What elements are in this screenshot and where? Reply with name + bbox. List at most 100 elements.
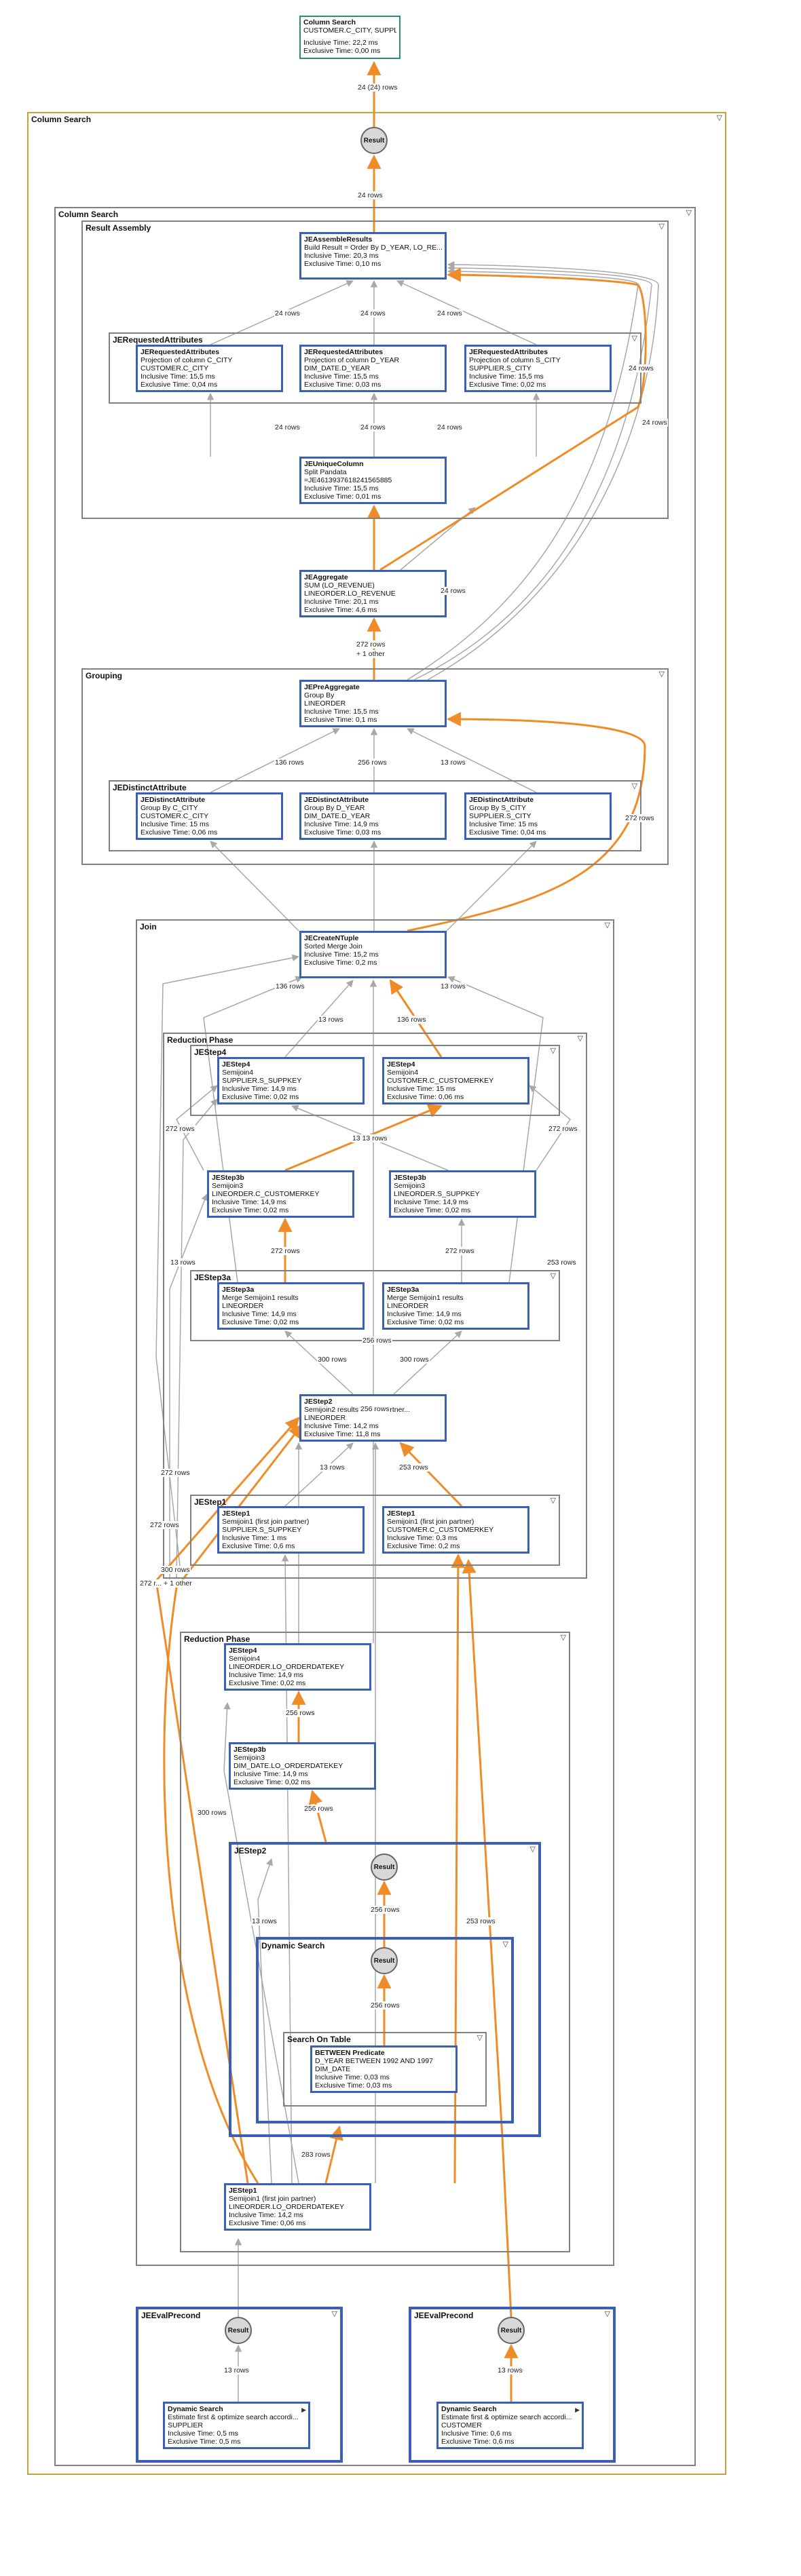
node-line: Semijoin3: [394, 1182, 426, 1190]
node-inclusive-time: Inclusive Time: 15 ms: [469, 820, 538, 828]
triangle-down-icon[interactable]: ▽: [604, 921, 610, 929]
frame-title: Grouping: [86, 671, 122, 680]
node-exclusive-time: Exclusive Time: 0,02 ms: [229, 1679, 306, 1687]
node-line: DIM_DATE.D_YEAR: [304, 812, 371, 820]
result-circle-main[interactable]: Result: [360, 127, 388, 154]
edge-row-count-label: 24 rows: [274, 309, 301, 318]
node-exclusive-time: Exclusive Time: 0,03 ms: [304, 828, 381, 837]
triangle-right-icon[interactable]: ▶: [575, 2406, 580, 2413]
edge-row-count-label: 272 rows: [160, 1469, 191, 1477]
node-root-column-search[interactable]: Column Search CUSTOMER.C_CITY, SUPPLIER.…: [299, 16, 400, 59]
gray-flow-edge: [257, 1858, 273, 2184]
triangle-down-icon[interactable]: ▽: [631, 334, 637, 343]
node-title: BETWEEN Predicate: [315, 2049, 385, 2057]
triangle-down-icon[interactable]: ▽: [331, 2310, 337, 2318]
node-line: CUSTOMER.C_CITY: [141, 364, 209, 372]
node-line: CUSTOMER.C_CITY: [141, 812, 209, 820]
node-title: JEUniqueColumn: [304, 460, 364, 468]
triangle-down-icon[interactable]: ▽: [686, 209, 692, 217]
node-line: Sorted Merge Join: [304, 942, 362, 950]
frame-title: JEEvalPrecond: [414, 2311, 474, 2320]
frame-title: Search On Table: [287, 2035, 351, 2044]
triangle-down-icon[interactable]: ▽: [550, 1047, 556, 1055]
result-circle-eval1[interactable]: Result: [225, 2317, 252, 2344]
edge-row-count-label: 272 r... + 1 other: [139, 1579, 193, 1588]
triangle-down-icon[interactable]: ▽: [577, 1035, 583, 1043]
node-inclusive-time: Inclusive Time: 14,2 ms: [229, 2211, 303, 2219]
result-circle-jestep2[interactable]: Result: [371, 1853, 398, 1881]
edge-row-count-label: 300 rows: [197, 1809, 227, 1817]
edge-row-count-label: 13 13 rows: [352, 1134, 388, 1142]
triangle-down-icon[interactable]: ▽: [550, 1272, 556, 1280]
node-line: LINEORDER.LO_ORDERDATEKEY: [229, 2203, 345, 2211]
result-circle-eval2[interactable]: Result: [498, 2317, 525, 2344]
node-inclusive-time: Inclusive Time: 14,9 ms: [222, 1085, 297, 1093]
node-title: Dynamic Search: [441, 2405, 497, 2413]
node-title: JEPreAggregate: [304, 683, 360, 691]
node-inclusive-time: Inclusive Time: 14,9 ms: [222, 1310, 297, 1318]
triangle-down-icon[interactable]: ▽: [477, 2034, 483, 2042]
triangle-down-icon[interactable]: ▽: [716, 114, 722, 122]
node-line: CUSTOMER: [441, 2421, 482, 2429]
triangle-down-icon[interactable]: ▽: [529, 1845, 536, 1853]
triangle-down-icon[interactable]: ▽: [658, 223, 665, 231]
node-inclusive-time: Inclusive Time: 14,2 ms: [304, 1422, 379, 1430]
triangle-down-icon[interactable]: ▽: [604, 2310, 610, 2318]
frame-reduction-phase-1: Reduction Phase▽: [163, 1033, 587, 1579]
frame-title: Column Search: [58, 210, 119, 219]
node-inclusive-time: Inclusive Time: 15,5 ms: [141, 372, 215, 381]
triangle-down-icon[interactable]: ▽: [550, 1497, 556, 1505]
frame-column-search-inner: Column Search ▽: [54, 207, 696, 2466]
triangle-down-icon[interactable]: ▽: [631, 782, 637, 790]
triangle-down-icon[interactable]: ▽: [502, 1940, 508, 1948]
frame-column-search-outer: Column Search ▽: [27, 112, 726, 2475]
edge-row-count-label: 24 rows: [628, 364, 654, 372]
node-line: Semijoin1 (first join partner): [222, 1518, 310, 1526]
edge-row-count-label: 256 rows: [360, 1405, 390, 1413]
triangle-down-icon[interactable]: ▽: [560, 1634, 566, 1642]
node-line: Semijoin1 (first join partner): [229, 2195, 316, 2203]
node-title: JEAssembleResults: [304, 235, 373, 244]
frame-distinct-attribute: JEDistinctAttribute▽: [109, 780, 641, 851]
frame-title: JEStep3a: [194, 1273, 231, 1282]
triangle-right-icon[interactable]: ▶: [301, 2406, 306, 2413]
result-circle-dynamic[interactable]: Result: [371, 1947, 398, 1974]
triangle-down-icon[interactable]: ▽: [658, 670, 665, 678]
frame-title: Result Assembly: [86, 223, 151, 233]
node-title: JEStep4: [229, 1647, 257, 1655]
orange-flow-edge: [462, 1558, 513, 2318]
node-title: Dynamic Search: [168, 2405, 223, 2413]
node-exclusive-time: Exclusive Time: 0,03 ms: [315, 2081, 392, 2090]
edge-row-count-label: 272 rows: [356, 640, 386, 649]
node-inclusive-time: Inclusive Time: 14,9 ms: [234, 1770, 308, 1778]
edge-row-count-label: 13 rows: [223, 2366, 250, 2375]
frame-title: JEStep1: [194, 1497, 227, 1507]
